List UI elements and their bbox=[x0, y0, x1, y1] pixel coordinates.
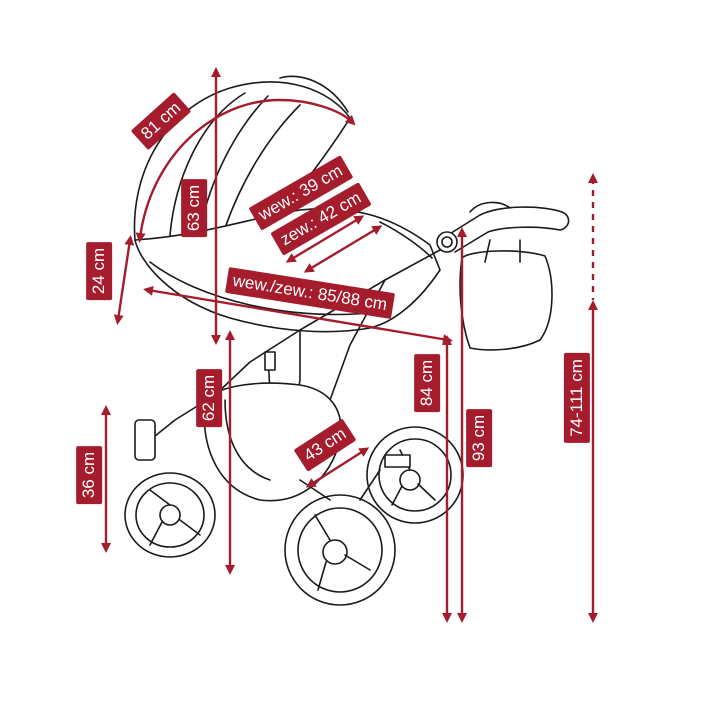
width-42-line bbox=[303, 225, 383, 273]
width-43-line bbox=[305, 447, 370, 488]
stroller-outline bbox=[124, 75, 570, 606]
label-wheel-height: 36 cm bbox=[76, 445, 103, 505]
height-24-line bbox=[113, 235, 135, 325]
label-canopy-height: 63 cm bbox=[181, 178, 208, 238]
label-seat-height: 62 cm bbox=[196, 368, 223, 428]
arc-81-line bbox=[135, 98, 356, 243]
label-side-height: 24 cm bbox=[86, 241, 113, 301]
dimension-lines bbox=[101, 67, 598, 623]
label-handle-range: 74-111 cm bbox=[563, 353, 590, 443]
label-total-height: 93 cm bbox=[466, 408, 493, 468]
length-85-line bbox=[143, 285, 453, 345]
label-handle-height: 84 cm bbox=[414, 353, 441, 413]
